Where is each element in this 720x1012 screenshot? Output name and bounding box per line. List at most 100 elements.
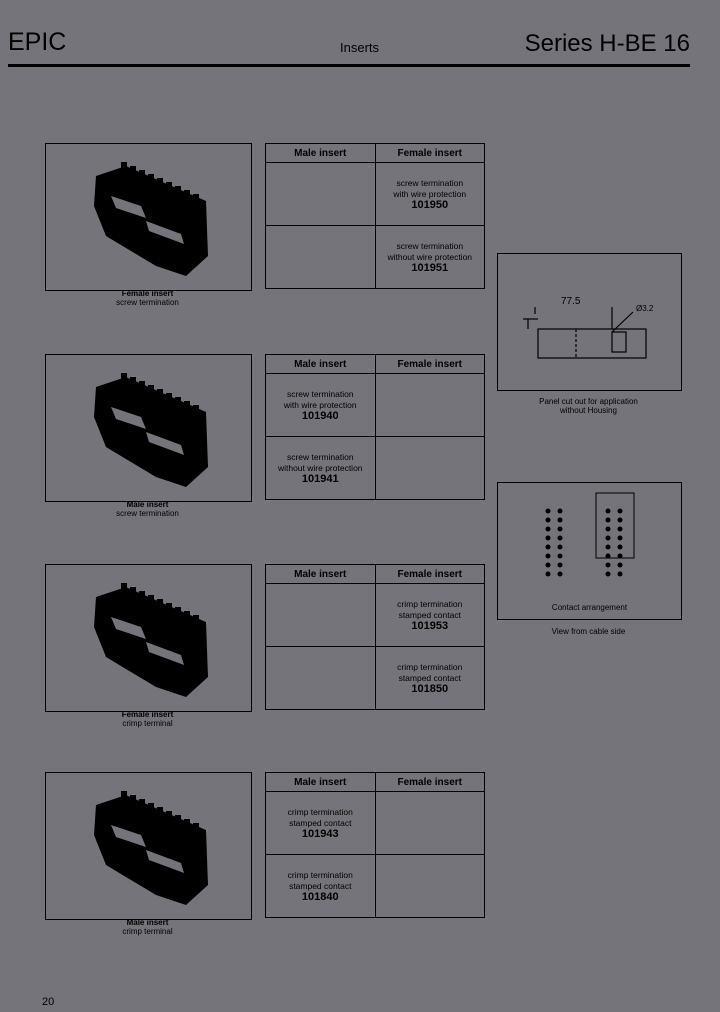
header-rule (8, 64, 690, 67)
contact-pin (545, 526, 551, 532)
contact-pin (545, 571, 551, 577)
contact-pin (617, 544, 623, 550)
part-number: 101941 (301, 472, 339, 485)
contact-pin (617, 526, 623, 532)
caption-title: Male insert (126, 918, 169, 927)
termination-type: screw termination (286, 388, 354, 399)
part-number: 101951 (411, 261, 449, 274)
caption-subtitle: crimp terminal (122, 927, 173, 936)
contact-pin (545, 562, 551, 568)
part-number: 101950 (411, 198, 449, 211)
contact-pin (557, 517, 563, 523)
termination-type: crimp termination (397, 661, 463, 672)
brand-title: EPIC (8, 28, 67, 56)
contact-pin (557, 535, 563, 541)
contact-arrangement-drawing: Contact arrangement (497, 482, 682, 620)
contact-pin (545, 508, 551, 514)
termination-type: screw termination (286, 451, 354, 462)
caption-title: Female insert (121, 289, 174, 298)
col-female: Female insert (374, 143, 485, 163)
caption-subtitle: screw termination (116, 509, 179, 518)
col-male: Male insert (265, 564, 376, 584)
part-number: 101953 (411, 619, 449, 632)
contact-pin (617, 562, 623, 568)
caption-subtitle: screw termination (116, 298, 179, 307)
contact-pin (557, 571, 563, 577)
col-male: Male insert (265, 354, 376, 374)
termination-type: screw termination (396, 240, 464, 251)
dimension-label: 77.5 (561, 296, 581, 307)
col-male: Male insert (265, 143, 376, 163)
contact-pin (557, 562, 563, 568)
part-number: 101850 (411, 682, 449, 695)
insert-photo (45, 564, 252, 712)
contact-pin (605, 508, 611, 514)
contact-pin (557, 526, 563, 532)
col-female: Female insert (374, 354, 485, 374)
contact-pin (605, 535, 611, 541)
insert-photo (45, 772, 252, 920)
contact-arrangement-label: Contact arrangement (551, 603, 628, 612)
termination-detail: stamped contact (289, 817, 352, 828)
contact-pin (617, 535, 623, 541)
termination-detail: stamped contact (289, 880, 352, 891)
hole-label: Ø3.2 (636, 304, 654, 313)
contact-pin (545, 535, 551, 541)
section-title: Inserts (340, 40, 380, 55)
contact-pin (605, 526, 611, 532)
contact-pin (545, 553, 551, 559)
caption-line: Panel cut out for application (539, 397, 638, 406)
termination-type: crimp termination (397, 598, 463, 609)
contact-pin (605, 517, 611, 523)
series-title: Series H-BE 16 (524, 30, 690, 57)
termination-detail: with wire protection (283, 399, 357, 410)
contact-pin (557, 544, 563, 550)
contact-pin (617, 508, 623, 514)
termination-detail: stamped contact (398, 672, 461, 683)
contact-pin (557, 508, 563, 514)
termination-type: crimp termination (287, 806, 353, 817)
panel-cutout-drawing: 77.5 Ø3.2 (497, 253, 682, 391)
contact-pin (605, 562, 611, 568)
contact-pin (545, 544, 551, 550)
caption-title: Male insert (126, 500, 169, 509)
termination-detail: without wire protection (387, 251, 473, 262)
caption-line: without Housing (560, 406, 617, 415)
contact-pin (605, 571, 611, 577)
caption-subtitle: crimp terminal (122, 719, 173, 728)
part-number: 101943 (301, 827, 339, 840)
insert-photo (45, 354, 252, 502)
insert-photo (45, 143, 252, 291)
col-female: Female insert (374, 772, 485, 792)
contact-arrangement-caption: View from cable side (551, 627, 626, 636)
contact-pin (545, 517, 551, 523)
termination-detail: without wire protection (277, 462, 363, 473)
part-number: 101840 (301, 890, 339, 903)
contact-pin (605, 544, 611, 550)
part-number: 101940 (301, 409, 339, 422)
contact-pin (617, 553, 623, 559)
panel-cutout-caption: Panel cut out for application without Ho… (497, 397, 680, 415)
termination-detail: with wire protection (393, 188, 467, 199)
contact-pin (557, 553, 563, 559)
termination-type: screw termination (396, 177, 464, 188)
caption-title: Female insert (121, 710, 174, 719)
contact-pin (605, 553, 611, 559)
col-male: Male insert (265, 772, 376, 792)
